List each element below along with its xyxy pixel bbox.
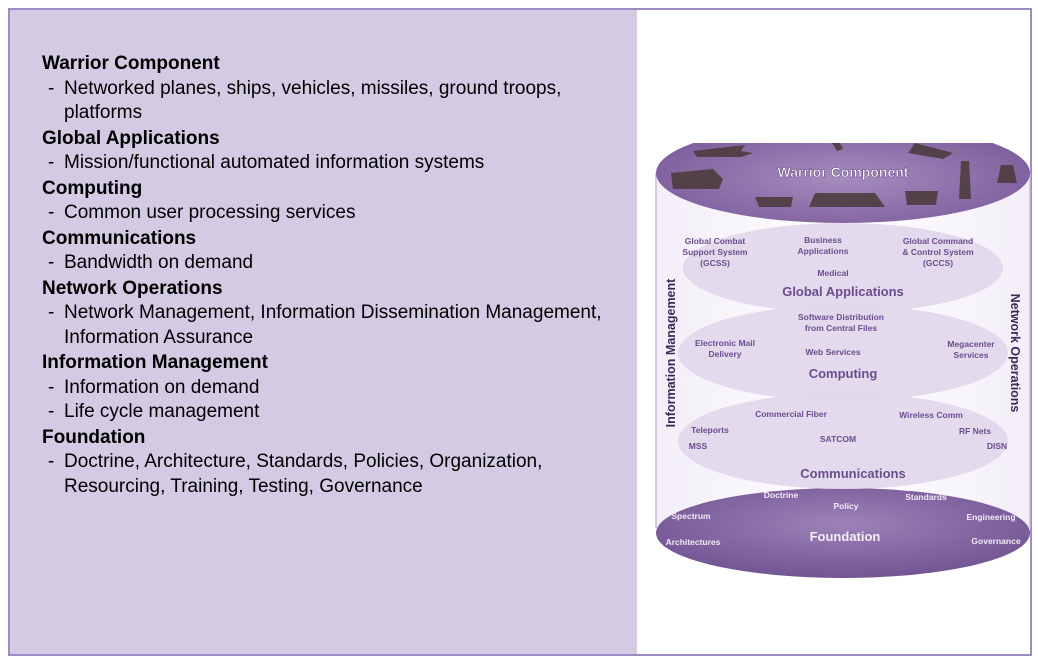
outline-bullet: -Common user processing services <box>42 201 632 226</box>
outline-bullets: -Networked planes, ships, vehicles, miss… <box>42 77 632 126</box>
soldier-portrait-icon <box>997 165 1017 183</box>
computing-title: Computing <box>809 366 878 381</box>
dash-marker: - <box>48 202 55 223</box>
slide-frame: Warrior Component-Networked planes, ship… <box>8 8 1032 656</box>
outline-bullet: -Networked planes, ships, vehicles, miss… <box>42 77 632 126</box>
outline-heading: Network Operations <box>42 277 223 299</box>
outline-heading: Communications <box>42 227 197 249</box>
information-management-label: Information Management <box>664 278 678 427</box>
outline-bullet: -Life cycle management <box>42 400 632 425</box>
gcss-line1: Global Combat <box>685 236 746 246</box>
text-panel: Warrior Component-Networked planes, ship… <box>10 10 637 654</box>
fighter-jet-icon <box>908 143 953 159</box>
software-distribution-line2: from Central Files <box>805 323 878 333</box>
mss-label: MSS <box>689 441 708 451</box>
outline-bullet: -Bandwidth on demand <box>42 251 632 276</box>
software-distribution-line1: Software Distribution <box>798 312 884 322</box>
web-services-label: Web Services <box>805 347 860 357</box>
bullet-text: Bandwidth on demand <box>64 252 254 273</box>
satellite-icon <box>831 141 843 151</box>
email-line2: Delivery <box>708 349 741 359</box>
engineering-label: Engineering <box>966 512 1015 522</box>
outline-bullets: -Common user processing services <box>42 201 632 226</box>
wireless-comm-label: Wireless Comm <box>899 410 963 420</box>
outline-heading: Global Applications <box>42 127 220 149</box>
helicopter-icon <box>693 145 753 157</box>
standards-label: Standards <box>905 492 947 502</box>
gccs-line1: Global Command <box>903 236 973 246</box>
outline-bullets: -Mission/functional automated informatio… <box>42 151 632 176</box>
gccs-line3: (GCCS) <box>923 258 953 268</box>
bullet-text: Networked planes, ships, vehicles, missi… <box>64 77 562 124</box>
armored-vehicle-icon <box>905 191 938 205</box>
dash-marker: - <box>48 401 55 422</box>
outline-heading: Warrior Component <box>42 53 220 74</box>
megacenter-line1: Megacenter <box>947 339 995 349</box>
global-applications-layer <box>683 223 1003 313</box>
warrior-title: Warrior Component <box>778 164 909 180</box>
foundation-labels: Doctrine Policy Standards Spectrum Engin… <box>666 490 1021 547</box>
outline-bullets: -Doctrine, Architecture, Standards, Poli… <box>42 450 632 499</box>
teleports-label: Teleports <box>691 425 729 435</box>
communications-title: Communications <box>800 466 905 481</box>
aircraft-carrier-icon <box>809 193 885 207</box>
gccs-line2: & Control System <box>902 247 974 257</box>
bullet-text: Mission/functional automated information… <box>64 152 485 173</box>
gcss-line3: (GCSS) <box>700 258 730 268</box>
foundation-title: Foundation <box>810 529 881 544</box>
outline-bullets: -Network Management, Information Dissemi… <box>42 301 632 350</box>
outline-list: Warrior Component-Networked planes, ship… <box>42 52 632 500</box>
outline-bullet: -Network Management, Information Dissemi… <box>42 301 632 350</box>
doctrine-label: Doctrine <box>764 490 799 500</box>
bullet-text: Doctrine, Architecture, Standards, Polic… <box>64 451 543 497</box>
outline-bullets: -Information on demand-Life cycle manage… <box>42 376 632 425</box>
outline-bullets: -Bandwidth on demand <box>42 251 632 276</box>
foundation-disk <box>656 488 1030 578</box>
disn-label: DISN <box>987 441 1007 451</box>
business-line2: Applications <box>797 246 848 256</box>
bullet-text: Information on demand <box>64 376 260 398</box>
dash-marker: - <box>48 77 55 99</box>
platform-silhouettes <box>671 141 1017 207</box>
bullet-text: Common user processing services <box>64 202 356 223</box>
soldier-icon <box>959 161 971 199</box>
gig-cylinder-diagram: Warrior Component Global Combat Support … <box>653 123 1033 613</box>
missile-launcher-icon <box>755 197 793 207</box>
bullet-text: Life cycle management <box>64 401 260 422</box>
communications-layer <box>678 393 1008 489</box>
email-line1: Electronic Mail <box>695 338 755 348</box>
policy-label: Policy <box>833 501 858 511</box>
communications-labels: Commercial Fiber Wireless Comm Teleports… <box>689 409 1007 451</box>
global-applications-title: Global Applications <box>782 284 904 299</box>
governance-label: Governance <box>971 536 1020 546</box>
dash-marker: - <box>48 302 55 323</box>
commercial-fiber-label: Commercial Fiber <box>755 409 827 419</box>
dash-marker: - <box>48 252 55 273</box>
outline-heading: Computing <box>42 177 143 199</box>
computing-labels: Software Distribution from Central Files… <box>695 312 995 360</box>
network-operations-label: Network Operations <box>1008 294 1022 413</box>
rf-nets-label: RF Nets <box>959 426 991 436</box>
business-line1: Business <box>804 235 842 245</box>
warrior-component-label: Warrior Component <box>777 164 909 181</box>
outline-bullet: -Mission/functional automated informatio… <box>42 151 632 176</box>
gcss-line2: Support System <box>682 247 748 257</box>
outline-heading: Information Management <box>42 352 268 373</box>
global-applications-labels: Global Combat Support System (GCSS) Busi… <box>682 235 974 278</box>
architectures-label: Architectures <box>666 537 721 547</box>
satcom-label: SATCOM <box>820 434 856 444</box>
outline-bullet: -Doctrine, Architecture, Standards, Poli… <box>42 450 632 499</box>
medical-label: Medical <box>817 268 848 278</box>
dash-marker: - <box>48 152 55 173</box>
megacenter-line2: Services <box>954 350 989 360</box>
computing-layer <box>678 305 1008 401</box>
bullet-text: Network Management, Information Dissemin… <box>64 302 602 348</box>
spectrum-label: Spectrum <box>671 511 711 521</box>
dash-marker: - <box>48 376 55 398</box>
outline-heading: Foundation <box>42 426 146 448</box>
dash-marker: - <box>48 451 55 472</box>
tank-icon <box>671 169 723 189</box>
outline-bullet: -Information on demand <box>42 376 632 401</box>
